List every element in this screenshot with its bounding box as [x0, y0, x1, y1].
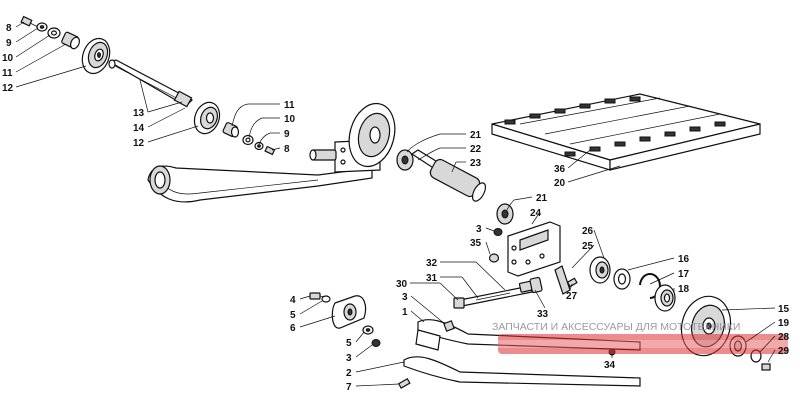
- watermark: ЗАПЧАСТИ И АКСЕССУАРЫ ДЛЯ МОТОТЕХНИКИ: [492, 321, 788, 354]
- callout-10-top: 10: [2, 53, 14, 64]
- callout-15: 15: [778, 304, 790, 315]
- watermark-text: ЗАПЧАСТИ И АКСЕССУАРЫ ДЛЯ МОТОТЕХНИКИ: [492, 321, 740, 333]
- callout-18: 18: [678, 284, 690, 295]
- callout-13: 13: [133, 108, 145, 119]
- callout-11-top: 11: [2, 68, 13, 79]
- bolt-29: [761, 363, 771, 371]
- upper-axle-assembly: [20, 15, 276, 156]
- track-assembly: [491, 93, 761, 171]
- spacer-11-top: [61, 31, 81, 50]
- callout-8-lower: 8: [284, 144, 290, 155]
- callout-20: 20: [554, 178, 566, 189]
- wheel-hub-25-26: [554, 256, 611, 295]
- callout-8-top: 8: [6, 23, 12, 34]
- callout-6: 6: [290, 323, 296, 334]
- callout-2: 2: [346, 368, 352, 379]
- callout-7: 7: [346, 382, 352, 393]
- idler-shaft-assembly: [396, 149, 514, 225]
- callout-21-top: 21: [470, 130, 482, 141]
- callout-25: 25: [582, 241, 594, 252]
- callout-numbers: 8 9 10 11 12 13 14 12 11 10 9 8 21 22 23…: [2, 23, 790, 393]
- bearing-18: [654, 284, 676, 312]
- callout-34: 34: [604, 360, 616, 371]
- sleeve-33: [529, 276, 543, 294]
- callout-5-top: 5: [290, 310, 296, 321]
- bolt-8-lower: [264, 145, 276, 156]
- callout-33: 33: [537, 309, 549, 320]
- left-slide-rail: [147, 102, 396, 203]
- bolt-27: [566, 277, 578, 288]
- center-bracket-24: [507, 221, 561, 277]
- callout-3-center: 3: [476, 224, 482, 235]
- callout-32: 32: [426, 258, 438, 269]
- callout-31: 31: [426, 273, 438, 284]
- callout-27: 27: [566, 291, 578, 302]
- spacer-11-lower: [222, 122, 240, 138]
- callout-12-lower: 12: [133, 138, 145, 149]
- callout-3-rail: 3: [402, 292, 408, 303]
- washer-35: [488, 253, 500, 263]
- wheel-12-top: [81, 37, 111, 75]
- callout-12-top: 12: [2, 83, 14, 94]
- lower-slide-rail-2: [403, 356, 641, 387]
- callout-36: 36: [554, 164, 566, 175]
- washer-5-top: [321, 295, 331, 303]
- clip-3-rail: [443, 320, 455, 332]
- nut-3-lower: [371, 339, 381, 347]
- watermark-logo: [498, 334, 788, 354]
- callout-19: 19: [778, 318, 790, 329]
- callout-16: 16: [678, 254, 690, 265]
- callout-30: 30: [396, 279, 408, 290]
- callout-9-top: 9: [6, 38, 12, 49]
- callout-28: 28: [778, 332, 790, 343]
- callout-14: 14: [133, 123, 145, 134]
- leader-lines: [15, 21, 776, 387]
- callout-1: 1: [402, 307, 408, 318]
- callout-29: 29: [778, 346, 790, 357]
- bolt-8-top: [20, 15, 39, 28]
- wheel-12-lower: [193, 101, 221, 135]
- callout-24: 24: [530, 208, 542, 219]
- nut-3-center: [493, 228, 503, 236]
- callout-10-lower: 10: [284, 114, 296, 125]
- callout-26: 26: [582, 226, 594, 237]
- callout-35: 35: [470, 238, 482, 249]
- callout-9-lower: 9: [284, 129, 290, 140]
- screw-7: [397, 377, 411, 389]
- callout-4: 4: [290, 295, 296, 306]
- callout-5-lower: 5: [346, 338, 352, 349]
- callout-3-lower: 3: [346, 353, 352, 364]
- callout-21-lower: 21: [536, 193, 548, 204]
- callout-11-lower: 11: [284, 100, 295, 111]
- axle-13: [108, 59, 194, 108]
- callout-17: 17: [678, 269, 690, 280]
- bolt-assembly-30-32: [453, 280, 536, 309]
- block-6: [331, 295, 367, 329]
- callout-23: 23: [470, 158, 482, 169]
- callout-22: 22: [470, 144, 482, 155]
